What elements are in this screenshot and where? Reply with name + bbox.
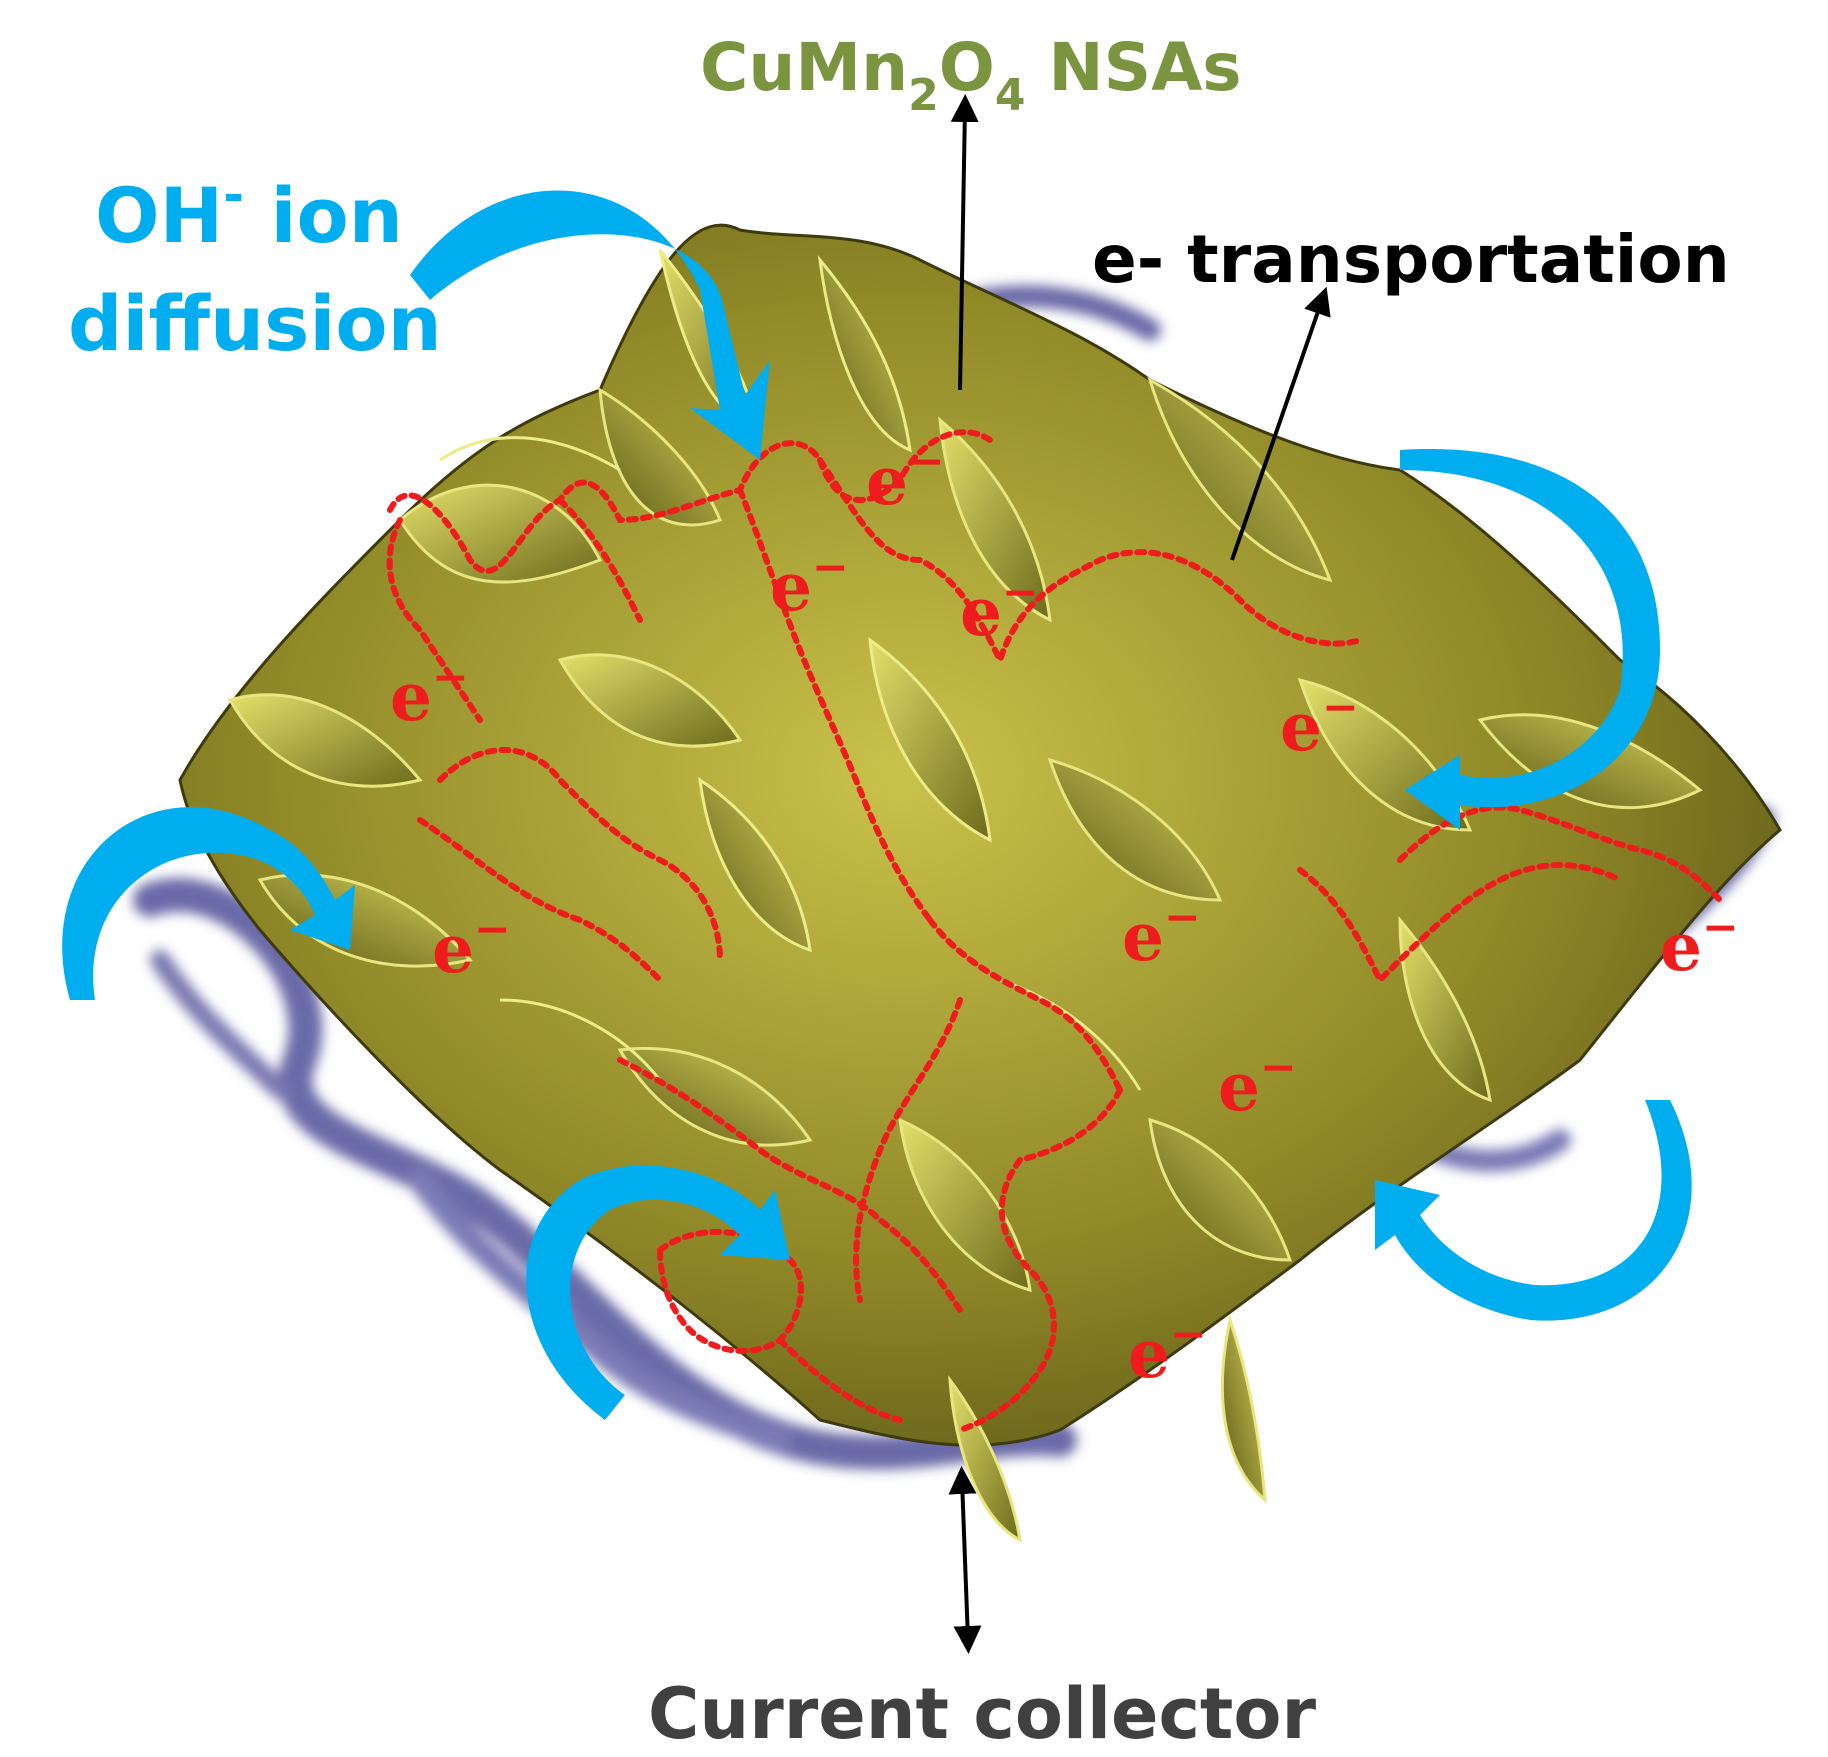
electron-labels: e− e− e− e− e− e− e− e− e− e− — [390, 436, 1739, 1393]
current-collector-label: Current collector — [648, 1673, 1316, 1755]
diffusion-arrow-left — [62, 807, 356, 1000]
cumn2o4-nsas-label: CuMn2O4 NSAs — [700, 29, 1242, 121]
electron-label: e− — [866, 436, 945, 520]
collector-pointer-arrow — [948, 1466, 982, 1654]
pointer-arrows — [948, 94, 1331, 1654]
electron-label: e− — [1128, 1309, 1207, 1393]
cumn2o4-nanosheet-array — [178, 223, 1782, 1543]
e-transportation-label: e- transportation — [1092, 221, 1730, 298]
oh-ion-label: OH- ion — [95, 166, 403, 260]
diffusion-arrow-top — [410, 190, 770, 460]
electron-label: e− — [770, 542, 849, 626]
diffusion-arrow-right — [1400, 449, 1660, 830]
e-transport-pointer-arrow — [1230, 286, 1331, 561]
electron-label: e− — [390, 652, 469, 736]
electron-label: e− — [960, 567, 1039, 651]
electron-label: e− — [1122, 892, 1201, 976]
diffusion-arrow-bottom-right — [1375, 1100, 1692, 1321]
electron-label: e− — [1218, 1042, 1297, 1126]
diffusion-label: diffusion — [68, 279, 442, 368]
electron-label: e− — [1280, 682, 1359, 766]
nsa-pointer-arrow — [950, 94, 979, 391]
electron-label: e− — [432, 904, 511, 988]
ion-diffusion-arrows — [62, 190, 1692, 1420]
electron-label: e− — [1660, 902, 1739, 986]
electron-transport-paths — [386, 429, 1723, 1433]
